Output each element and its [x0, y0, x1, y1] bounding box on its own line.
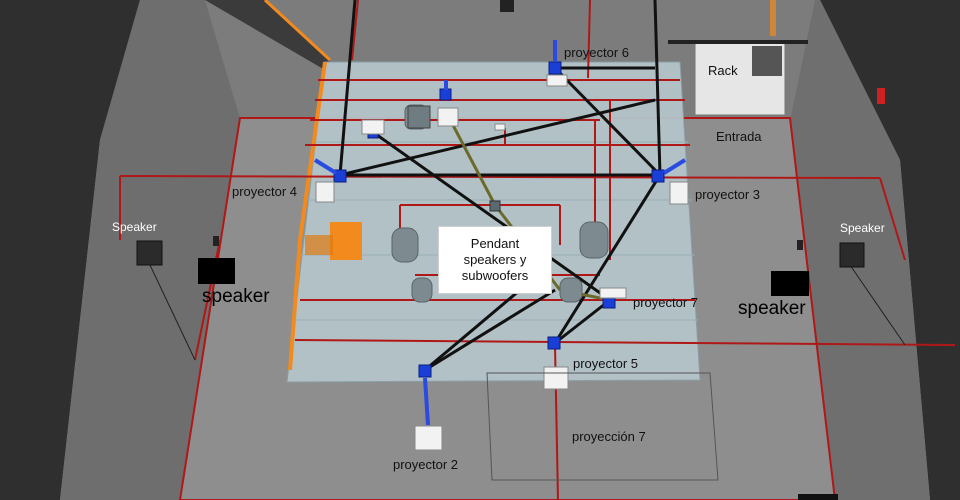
label-proyector-6: proyector 6: [564, 45, 630, 60]
top-wall-strip: [205, 0, 330, 70]
label-speaker-note-right: speaker: [738, 298, 806, 319]
pendant-speakers-callout: Pendant speakers y subwoofers: [438, 226, 552, 294]
redaction-box-left: [198, 258, 235, 284]
orange-edge-left: [288, 61, 327, 371]
label-proyector-7: proyector 7: [633, 295, 699, 310]
left-speaker-box: [136, 240, 163, 266]
label-entrada: Entrada: [716, 129, 762, 144]
redaction-box-right: [771, 271, 809, 296]
left-outer-wall: [0, 0, 140, 500]
right-speaker-box: [839, 242, 865, 268]
red-cables: [119, 0, 956, 500]
label-proyector-3: proyector 3: [695, 187, 761, 202]
label-speaker-right: Speaker: [840, 221, 885, 235]
projector-mounts: [333, 61, 665, 378]
label-proyector-4: proyector 4: [232, 184, 298, 199]
projector-bodies: [315, 74, 689, 451]
label-speaker-note-left: speaker: [202, 286, 270, 307]
label-proyector-5: proyector 5: [573, 356, 639, 371]
label-speaker-left: Speaker: [112, 220, 157, 234]
label-proyeccion-7: proyección 7: [572, 429, 646, 444]
rack-unit: [752, 46, 782, 76]
rack-top: [668, 40, 808, 44]
black-cables: [338, 0, 662, 372]
right-outer-wall: [820, 0, 960, 500]
orange-box: [330, 222, 362, 260]
projection-area: [486, 372, 719, 481]
label-rack: Rack: [708, 63, 738, 78]
label-proyector-2: proyector 2: [393, 457, 459, 472]
